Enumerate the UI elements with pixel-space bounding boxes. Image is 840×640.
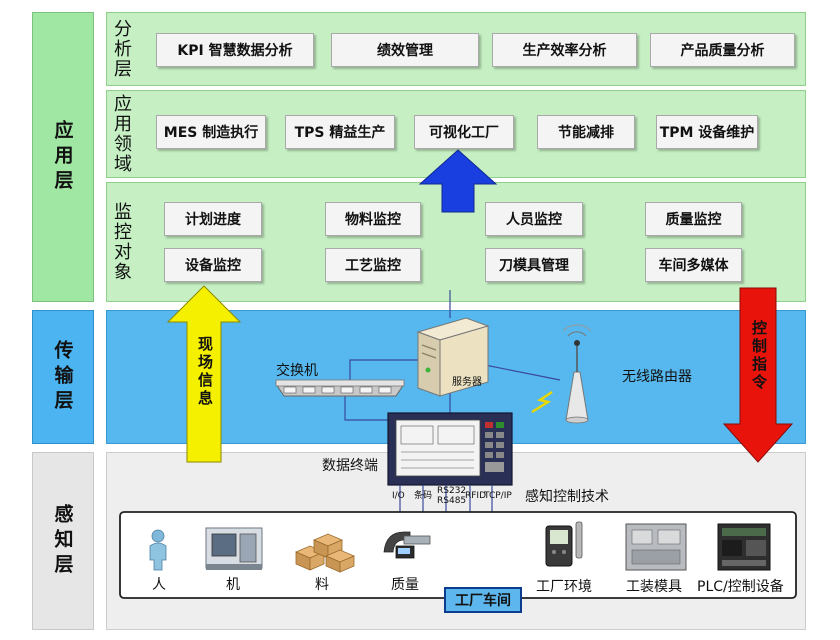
link-switch-terminal xyxy=(344,395,390,421)
item-tooling: 工装模具 xyxy=(626,579,682,595)
item-machine: 机 xyxy=(226,577,240,593)
router-icon xyxy=(562,324,592,424)
material-boxes-icon xyxy=(294,533,356,573)
monitor-equipment[interactable]: 设备监控 xyxy=(164,248,262,282)
wireless-link-icon xyxy=(531,390,553,414)
router-label: 无线路由器 xyxy=(622,369,692,385)
analysis-kpi[interactable]: KPI 智慧数据分析 xyxy=(156,33,314,67)
port-rs485: RS485 xyxy=(437,496,467,506)
domain-visual-factory[interactable]: 可视化工厂 xyxy=(414,115,514,149)
monitor-plan[interactable]: 计划进度 xyxy=(164,202,262,236)
transport-layer-label: 传输层 xyxy=(32,310,94,444)
port-rs232: RS232 xyxy=(437,486,467,496)
server-icon xyxy=(416,317,490,397)
switch-icon xyxy=(275,379,405,397)
center-up-arrow xyxy=(418,149,498,213)
data-terminal-icon xyxy=(387,412,513,486)
terminal-label: 数据终端 xyxy=(322,458,378,474)
item-environment: 工厂环境 xyxy=(536,579,592,595)
micrometer-icon xyxy=(383,531,431,559)
domain-band-label: 应用领域 xyxy=(111,94,132,174)
domain-tps[interactable]: TPS 精益生产 xyxy=(285,115,395,149)
port-io: I/O xyxy=(392,491,405,501)
switch-label: 交换机 xyxy=(276,363,318,379)
item-quality: 质量 xyxy=(391,577,419,593)
analysis-performance[interactable]: 绩效管理 xyxy=(331,33,479,67)
monitor-material[interactable]: 物料监控 xyxy=(325,202,421,236)
monitor-quality[interactable]: 质量监控 xyxy=(645,202,742,236)
domain-energy[interactable]: 节能减排 xyxy=(537,115,635,149)
up-arrow xyxy=(166,285,242,463)
analysis-band-label: 分析层 xyxy=(111,19,132,79)
perception-tech-label: 感知控制技术 xyxy=(525,489,609,505)
perception-layer-label: 感知层 xyxy=(32,452,94,630)
monitor-personnel[interactable]: 人员监控 xyxy=(485,202,583,236)
monitor-multimedia[interactable]: 车间多媒体 xyxy=(645,248,742,282)
plc-icon xyxy=(717,523,771,571)
port-tcpip: TCP/IP xyxy=(484,491,512,501)
tooling-mold-icon xyxy=(625,523,687,571)
down-arrow-label: 控制指令 xyxy=(750,320,768,392)
analysis-quality[interactable]: 产品质量分析 xyxy=(650,33,795,67)
analysis-efficiency[interactable]: 生产效率分析 xyxy=(492,33,637,67)
port-rfid: RFID xyxy=(465,491,487,501)
link-server-router xyxy=(484,364,561,381)
link-switch-server xyxy=(349,359,420,385)
item-person: 人 xyxy=(152,577,166,593)
environment-meter-icon xyxy=(545,521,583,567)
server-label: 服务器 xyxy=(452,377,482,388)
domain-tpm[interactable]: TPM 设备维护 xyxy=(656,115,758,149)
item-material: 料 xyxy=(315,577,329,593)
workshop-label: 工厂车间 xyxy=(444,587,522,613)
up-arrow-label: 现场信息 xyxy=(196,336,214,408)
monitor-tooling[interactable]: 刀模具管理 xyxy=(485,248,583,282)
down-arrow xyxy=(722,287,794,463)
monitor-process[interactable]: 工艺监控 xyxy=(325,248,421,282)
machine-icon xyxy=(205,527,263,570)
domain-mes[interactable]: MES 制造执行 xyxy=(156,115,266,149)
application-layer-label: 应用层 xyxy=(32,12,94,302)
person-icon xyxy=(149,529,167,571)
port-barcode: 条码 xyxy=(414,491,433,501)
item-plc: PLC/控制设备 xyxy=(697,579,784,595)
monitor-band-label: 监控对象 xyxy=(111,202,132,282)
